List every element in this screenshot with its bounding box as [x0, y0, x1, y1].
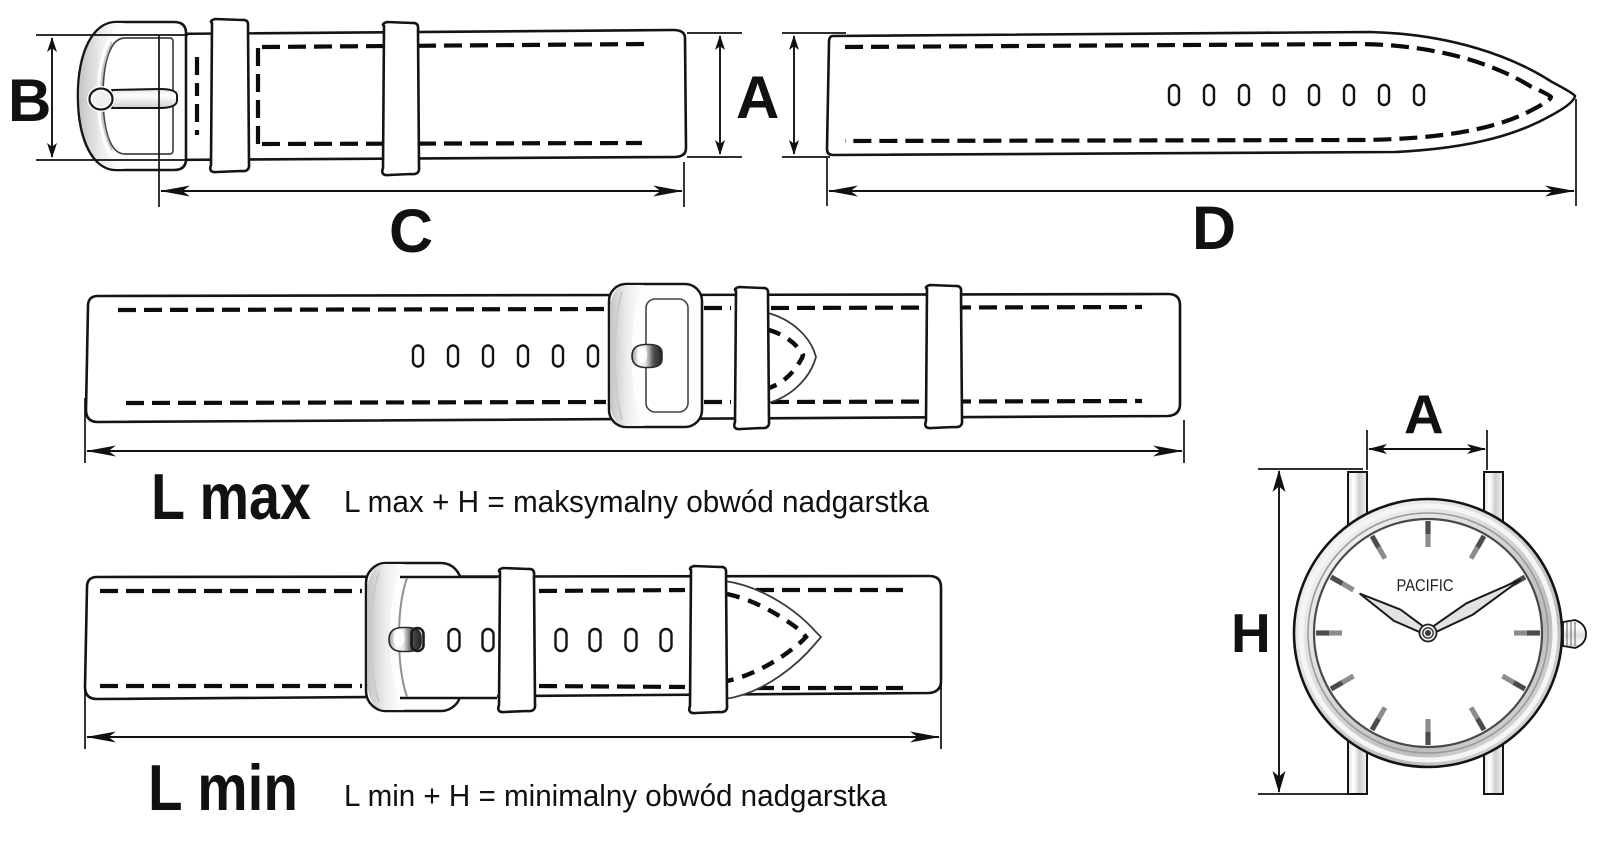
svg-text:A: A — [736, 64, 779, 131]
svg-text:C: C — [389, 197, 433, 265]
svg-text:PACIFIC: PACIFIC — [1397, 576, 1454, 595]
svg-text:L min: L min — [148, 751, 298, 824]
svg-text:D: D — [1192, 194, 1236, 262]
svg-text:H: H — [1231, 602, 1271, 664]
svg-text:L min + H = minimalny obwód n: L min + H = minimalny obwód nadgarstka — [344, 778, 888, 813]
svg-text:L max + H = maksymalny obwód: L max + H = maksymalny obwód nadgarstka — [344, 484, 930, 519]
svg-text:A: A — [1404, 383, 1444, 445]
svg-text:L max: L max — [151, 460, 311, 533]
svg-text:B: B — [8, 67, 51, 134]
